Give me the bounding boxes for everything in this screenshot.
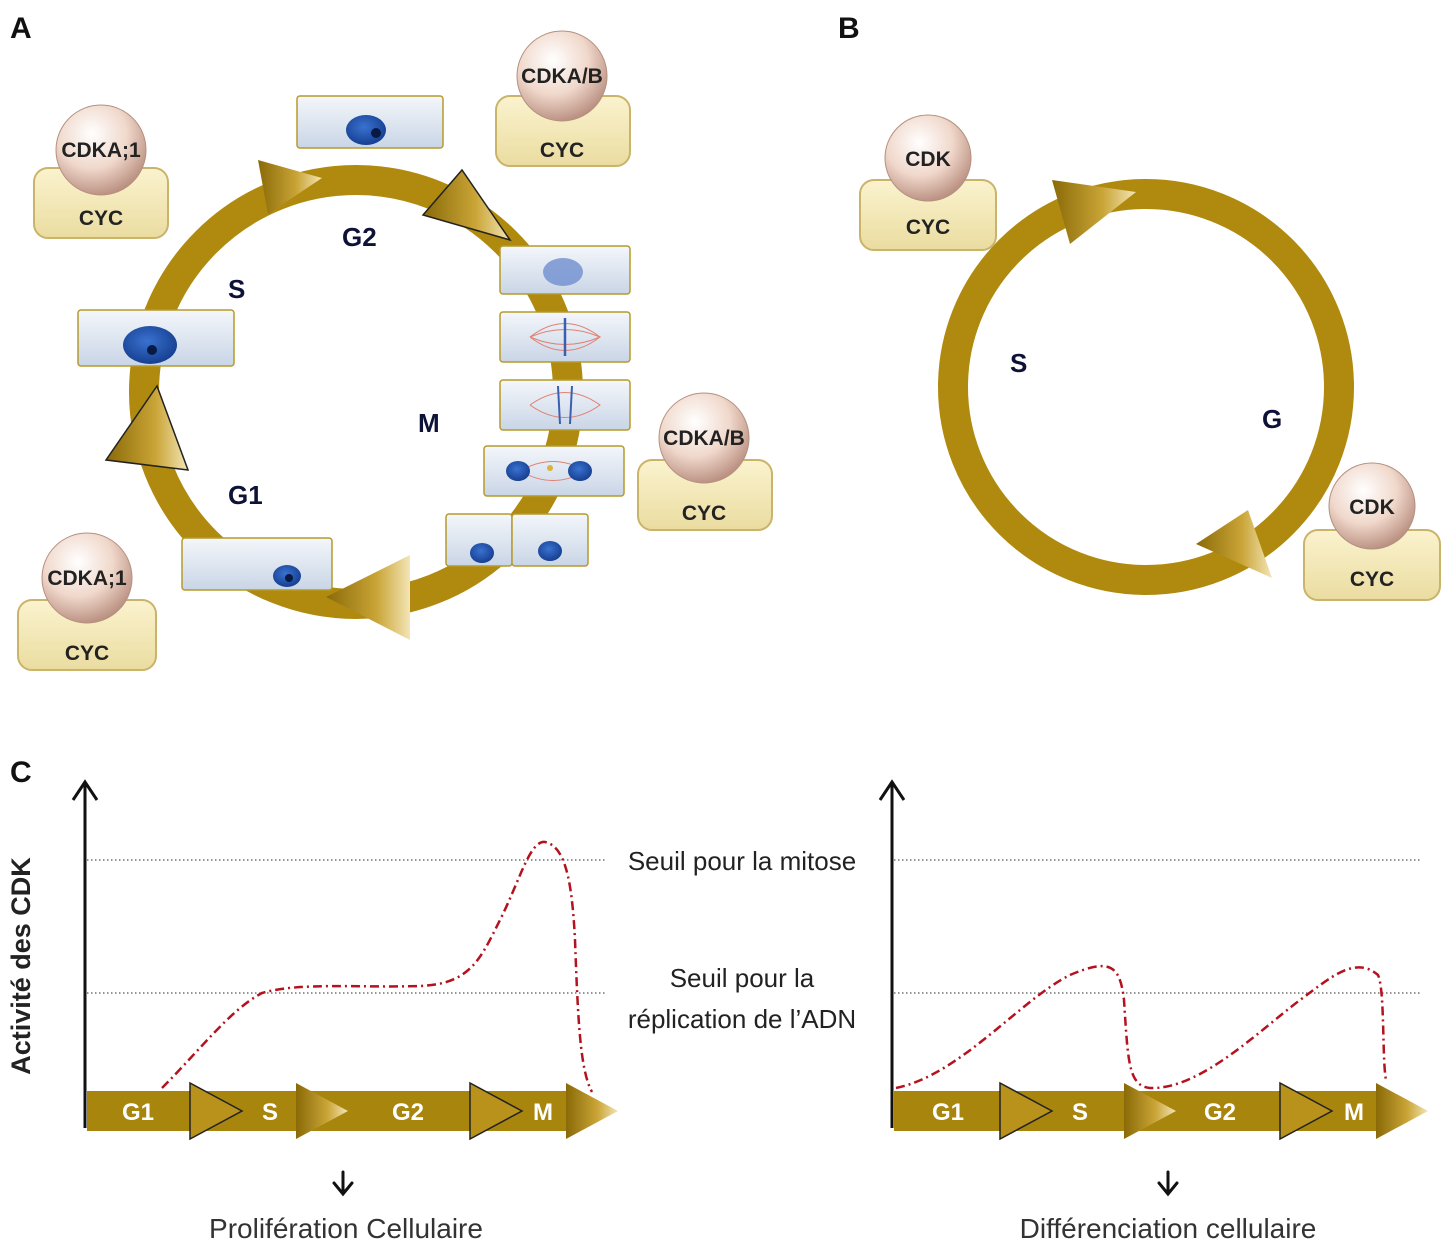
cdk-activity-curve-right [895, 965, 1388, 1090]
outcome-differentiation: Différenciation cellulaire [1020, 1213, 1317, 1244]
complex-cdka1-bottom: CDKA;1 CYC [17, 532, 157, 671]
ring-arrowhead-g [1196, 510, 1272, 578]
panel-a-cycle: G2 S M G1 [77, 95, 631, 640]
ring-arrowhead-m-entry [421, 168, 512, 242]
ring-arrowhead-g1 [104, 384, 190, 471]
ring-arrowhead-s [1052, 180, 1136, 244]
bar-left-g1: G1 [122, 1099, 154, 1126]
bar-right-s: S [1072, 1099, 1088, 1126]
complex-cdkab-top: CDKA/B CYC [495, 30, 631, 167]
cell-daughters [445, 513, 589, 567]
complex-cdka1-top: CDKA;1 CYC [33, 104, 169, 239]
right-axes [878, 779, 906, 1128]
phase-m-label: M [418, 408, 440, 438]
outcome-proliferation: Prolifération Cellulaire [209, 1213, 483, 1244]
phase-g2-label: G2 [342, 222, 377, 252]
cdk-activity-curve-left [161, 840, 594, 1093]
bar-left-m: M [533, 1099, 553, 1126]
panel-c-letter: C [10, 756, 32, 789]
cell-s [77, 309, 235, 367]
cell-g2 [296, 95, 444, 149]
panel-a-letter: A [10, 12, 32, 45]
cdk-label: CDKA;1 [47, 567, 127, 590]
y-axis-label: Activité des CDK [6, 857, 36, 1075]
cyc-label: CYC [79, 207, 123, 230]
cell-telophase [483, 445, 625, 497]
phase-s-label: S [228, 274, 245, 304]
bar-right-m: M [1344, 1099, 1364, 1126]
down-arrow-left [332, 1170, 354, 1197]
ring-arrowhead-bottom [326, 555, 410, 640]
phase-bar-left: G1 S G2 M [87, 1081, 618, 1141]
cell-metaphase [499, 311, 631, 363]
ring-arrowhead-g2 [258, 160, 322, 214]
threshold-mitosis-label: Seuil pour la mitose [628, 846, 856, 876]
panel-b-letter: B [838, 12, 860, 45]
cdk-label: CDKA/B [663, 427, 745, 450]
phase-s-label: S [1010, 348, 1027, 378]
threshold-replication-label-2: réplication de l’ADN [628, 1004, 856, 1034]
panel-b-cycle: S G [938, 179, 1354, 595]
complex-cdk-bottom: CDK CYC [1303, 462, 1441, 601]
threshold-lines [87, 859, 1420, 994]
phase-g-label: G [1262, 404, 1282, 434]
endocycle-ring [938, 179, 1354, 595]
cdk-label: CDKA/B [521, 65, 603, 88]
complex-cdk-top: CDK CYC [859, 114, 997, 251]
cell-g1 [181, 537, 333, 591]
cdk-label: CDK [1349, 496, 1395, 519]
bar-left-g2: G2 [392, 1099, 424, 1126]
cyc-label: CYC [65, 642, 109, 665]
cdk-label: CDKA;1 [61, 139, 141, 162]
down-arrow-right [1157, 1170, 1179, 1197]
phase-g1-label: G1 [228, 480, 263, 510]
cyc-label: CYC [906, 216, 950, 239]
complex-cdkab-right: CDKA/B CYC [637, 392, 773, 531]
cyc-label: CYC [540, 139, 584, 162]
bar-left-s: S [262, 1099, 278, 1126]
cell-anaphase [499, 379, 631, 431]
bar-right-g1: G1 [932, 1099, 964, 1126]
threshold-replication-label-1: Seuil pour la [670, 963, 815, 993]
phase-bar-right: G1 S G2 M [894, 1081, 1428, 1141]
cell-prophase [499, 245, 631, 295]
bar-right-g2: G2 [1204, 1099, 1236, 1126]
cdk-label: CDK [905, 148, 951, 171]
cyc-label: CYC [682, 502, 726, 525]
left-axes [71, 779, 99, 1128]
cyc-label: CYC [1350, 568, 1394, 591]
